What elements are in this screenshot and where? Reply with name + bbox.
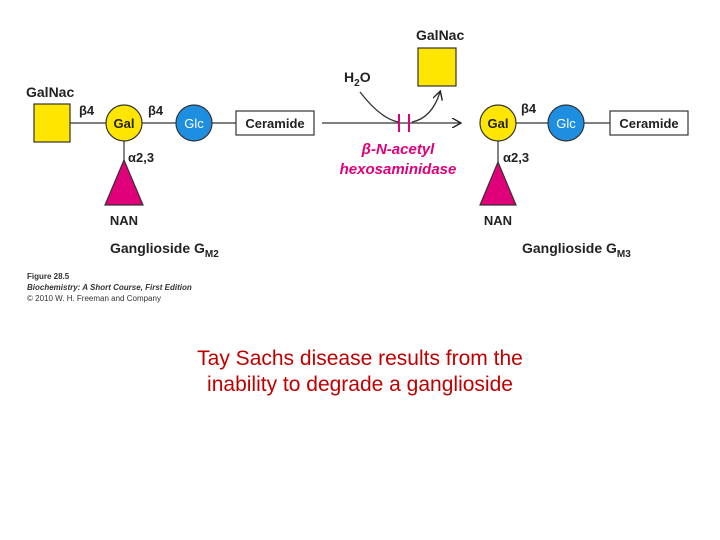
gm3-name: Ganglioside GM3 — [522, 240, 631, 260]
water-in-curve — [359, 91, 399, 123]
figure-source: Biochemistry: A Short Course, First Edit… — [27, 283, 192, 292]
gm2-glc-label: Glc — [184, 116, 204, 131]
gm2-galnac-square — [33, 103, 71, 143]
gm2-gal-label: Gal — [114, 116, 135, 131]
ganglioside-gm2: GalNac β4 Gal β4 Glc Ceramide α2,3 NAN G… — [26, 84, 315, 260]
gm3-glc-circle — [547, 104, 585, 142]
galnac-out-curve — [411, 92, 440, 123]
released-galnac-square — [417, 47, 457, 87]
gm3-ceramide-box — [609, 110, 689, 136]
gm2-ceramide-label: Ceramide — [245, 116, 304, 131]
gm3-beta4-label: β4 — [521, 101, 537, 116]
gm2-gal-circle — [105, 104, 143, 142]
gm2-beta4-label-2: β4 — [148, 103, 164, 118]
figure-number: Figure 28.5 — [27, 272, 70, 281]
gm2-galnac-label: GalNac — [26, 84, 74, 100]
figure-copyright: © 2010 W. H. Freeman and Company — [27, 294, 161, 303]
gm3-nan-triangle — [479, 160, 517, 206]
gm3-glc-label: Glc — [556, 116, 576, 131]
gm2-ceramide-box — [235, 110, 315, 136]
water-label: H2O — [344, 69, 371, 89]
gm2-glc-circle — [175, 104, 213, 142]
ganglioside-gm3: Gal β4 Glc Ceramide α2,3 NAN Ganglioside… — [479, 101, 689, 260]
gm2-name: Ganglioside GM2 — [110, 240, 219, 260]
gm2-nan-triangle — [104, 158, 144, 206]
gm3-alpha-label: α2,3 — [503, 150, 529, 165]
released-galnac-label: GalNac — [416, 27, 464, 43]
caption: Tay Sachs disease results from the inabi… — [0, 346, 720, 398]
enzyme-name-line2: hexosaminidase — [340, 161, 457, 178]
caption-line-2: inability to degrade a ganglioside — [207, 373, 513, 396]
ganglioside-degradation-diagram: GalNac β4 Gal β4 Glc Ceramide α2,3 NAN G… — [26, 27, 689, 303]
gm2-beta4-label: β4 — [79, 103, 95, 118]
gm3-gal-circle — [479, 104, 517, 142]
gm3-nan-label: NAN — [484, 213, 512, 228]
caption-line-1: Tay Sachs disease results from the — [197, 347, 523, 370]
figure-credit: Figure 28.5 Biochemistry: A Short Course… — [27, 272, 192, 303]
gm2-nan-label: NAN — [110, 213, 138, 228]
reaction: H2O β-N-acetyl hexosaminidase GalNac — [322, 27, 464, 178]
gm3-ceramide-label: Ceramide — [619, 116, 678, 131]
enzyme-name-line1: β-N-acetyl — [361, 141, 435, 158]
gm2-alpha-label: α2,3 — [128, 150, 154, 165]
gm3-gal-label: Gal — [488, 116, 509, 131]
